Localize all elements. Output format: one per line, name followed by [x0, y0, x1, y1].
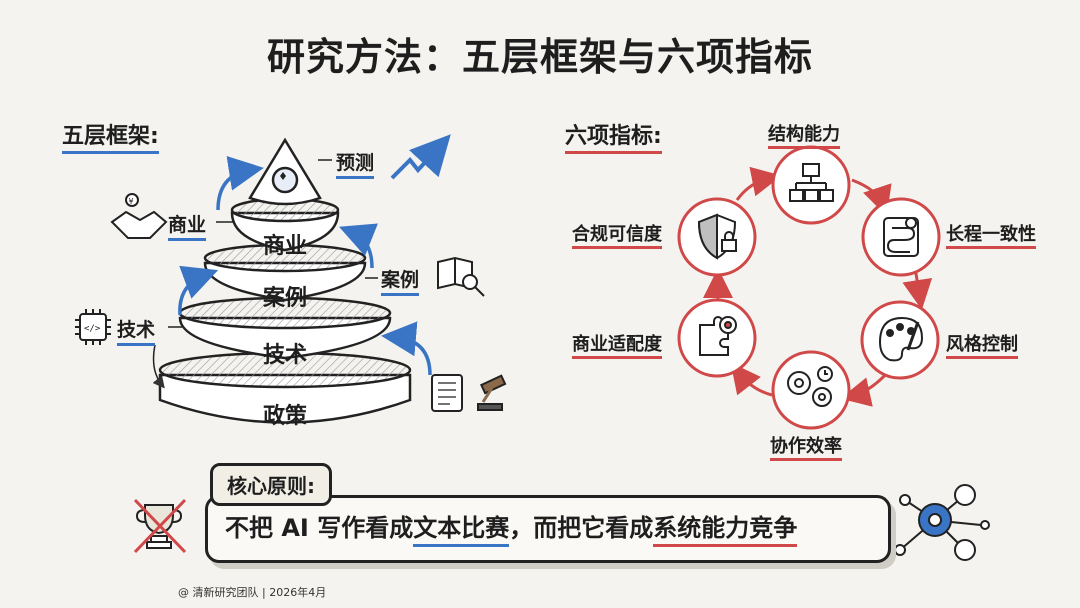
- scroll-gavel-icon: [431, 374, 507, 412]
- principle-text-b: 文本比赛: [413, 514, 510, 547]
- side-label-prediction: 预测: [336, 148, 375, 179]
- tier-tech-label: 技术: [262, 343, 307, 368]
- arrow-cases-to-business: [339, 223, 379, 269]
- principle-text-d: 系统能力竞争: [653, 514, 798, 547]
- arrow-policy-to-tech: [381, 321, 432, 376]
- side-label-business: 商业: [168, 210, 207, 241]
- principle-text-a: 不把 AI 写作看成: [225, 514, 414, 542]
- network-gears-icon: [894, 484, 990, 561]
- footer-credit: @ 清新研究团队 | 2026年4月: [178, 586, 327, 599]
- route-checklist-icon: [883, 217, 919, 257]
- svg-text:¥: ¥: [129, 197, 134, 206]
- metric-label-collaboration: 协作效率: [770, 432, 842, 461]
- arrow-tech-to-cases: [178, 265, 219, 316]
- metric-label-compliance: 合规可信度: [572, 220, 662, 249]
- metric-label-business-fit: 商业适配度: [572, 330, 662, 359]
- tier-cases-label: 案例: [262, 286, 307, 311]
- svg-text:</>: </>: [84, 324, 101, 334]
- tier-policy-shape: [158, 373, 412, 424]
- metric-label-consistency: 长程一致性: [946, 220, 1036, 249]
- principle-tag: 核心原则:: [210, 463, 332, 506]
- pyramid-arrows: [178, 134, 451, 376]
- pyramid: [158, 137, 412, 424]
- palette-brush-icon: [878, 316, 924, 362]
- tier-business-label: 商业: [262, 234, 307, 259]
- arrow-business-to-prediction: [216, 155, 264, 211]
- crossed-trophy-icon: [133, 498, 187, 554]
- hierarchy-icon: [789, 163, 834, 202]
- puzzle-target-icon: [699, 316, 737, 356]
- side-label-tech: 技术: [117, 315, 156, 346]
- shield-lock-icon: [697, 213, 737, 260]
- metrics-label: 六项指标:: [565, 118, 662, 154]
- tier-business-shape: [230, 211, 340, 252]
- principle-box: [205, 495, 891, 563]
- principle-text: 不把 AI 写作看成文本比赛，而把它看成系统能力竞争: [225, 508, 798, 547]
- trend-arrow-icon: [390, 134, 451, 180]
- crystal-ball-icon: [271, 166, 299, 194]
- chip-icon: </>: [75, 309, 111, 345]
- side-label-cases: 案例: [381, 265, 420, 296]
- metric-circle-structure: [771, 145, 851, 225]
- principle-text-c: ，而把它看成: [509, 514, 654, 542]
- metric-label-structure: 结构能力: [768, 120, 840, 149]
- framework-label: 五层框架:: [62, 118, 159, 154]
- page-title: 研究方法：五层框架与六项指标: [266, 35, 813, 79]
- book-magnifier-icon: [437, 256, 485, 297]
- tier-policy-label: 政策: [262, 404, 307, 429]
- metric-label-style: 风格控制: [946, 330, 1018, 359]
- metric-circle-collaboration: [771, 350, 851, 430]
- gears-clock-icon: [787, 366, 833, 407]
- handshake-icon: ¥: [110, 193, 168, 239]
